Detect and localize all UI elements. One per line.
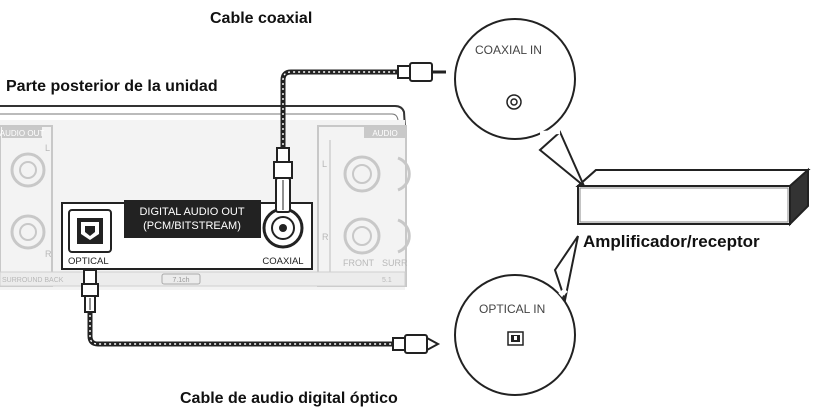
optical-in-label: OPTICAL IN bbox=[479, 302, 546, 316]
front-jack-l bbox=[343, 155, 381, 193]
coaxial-label: COAXIAL bbox=[262, 256, 303, 267]
surround-label: SURR bbox=[382, 258, 408, 268]
optical-plug-icon bbox=[81, 269, 99, 313]
amplifier-icon bbox=[575, 167, 811, 227]
coaxial-jack-icon bbox=[262, 207, 304, 249]
optical-cable bbox=[87, 310, 395, 347]
front-jack-r bbox=[343, 217, 381, 255]
rca-plug-amp-end bbox=[397, 62, 446, 82]
audio-tag: AUDIO bbox=[364, 127, 406, 138]
rear-panel-label: Parte posterior de la unidad bbox=[6, 78, 218, 95]
optical-in-callout bbox=[454, 235, 579, 396]
optical-plug-amp-end bbox=[392, 334, 441, 354]
jack-label-r-left: R bbox=[45, 249, 52, 259]
svg-text:AUDIO OUT: AUDIO OUT bbox=[0, 129, 44, 138]
audio-out-jack-r bbox=[10, 214, 46, 250]
digital-audio-out-title: DIGITAL AUDIO OUT bbox=[139, 206, 244, 218]
amplifier-label: Amplificador/receptor bbox=[583, 232, 760, 251]
audio-out-jack-l bbox=[10, 152, 46, 188]
coaxial-cable bbox=[280, 69, 400, 150]
ch-5-1-label: 5.1 bbox=[382, 277, 392, 284]
jack-label-l-left: L bbox=[45, 143, 50, 153]
optical-label: OPTICAL bbox=[68, 256, 109, 267]
optical-jack-icon bbox=[68, 209, 112, 253]
coaxial-cable-label: Cable coaxial bbox=[210, 10, 313, 27]
svg-text:AUDIO: AUDIO bbox=[372, 129, 397, 138]
front-label: FRONT bbox=[343, 258, 374, 268]
ch-7-1-label: 7.1ch bbox=[172, 277, 189, 284]
audio-out-tag: AUDIO OUT bbox=[0, 127, 44, 138]
coaxial-in-jack-icon bbox=[506, 94, 522, 110]
rca-plug-icon bbox=[273, 147, 293, 213]
coaxial-in-label: COAXIAL IN bbox=[475, 43, 542, 57]
optical-cable-label: Cable de audio digital óptico bbox=[180, 390, 398, 407]
jack-label-r-right: R bbox=[322, 232, 329, 242]
surround-back-label: SURROUND BACK bbox=[2, 277, 64, 284]
jack-label-l-right: L bbox=[322, 159, 327, 169]
digital-audio-out-subtitle: (PCM/BITSTREAM) bbox=[143, 220, 241, 232]
optical-in-jack-icon bbox=[507, 331, 524, 346]
coaxial-in-callout bbox=[454, 18, 585, 187]
